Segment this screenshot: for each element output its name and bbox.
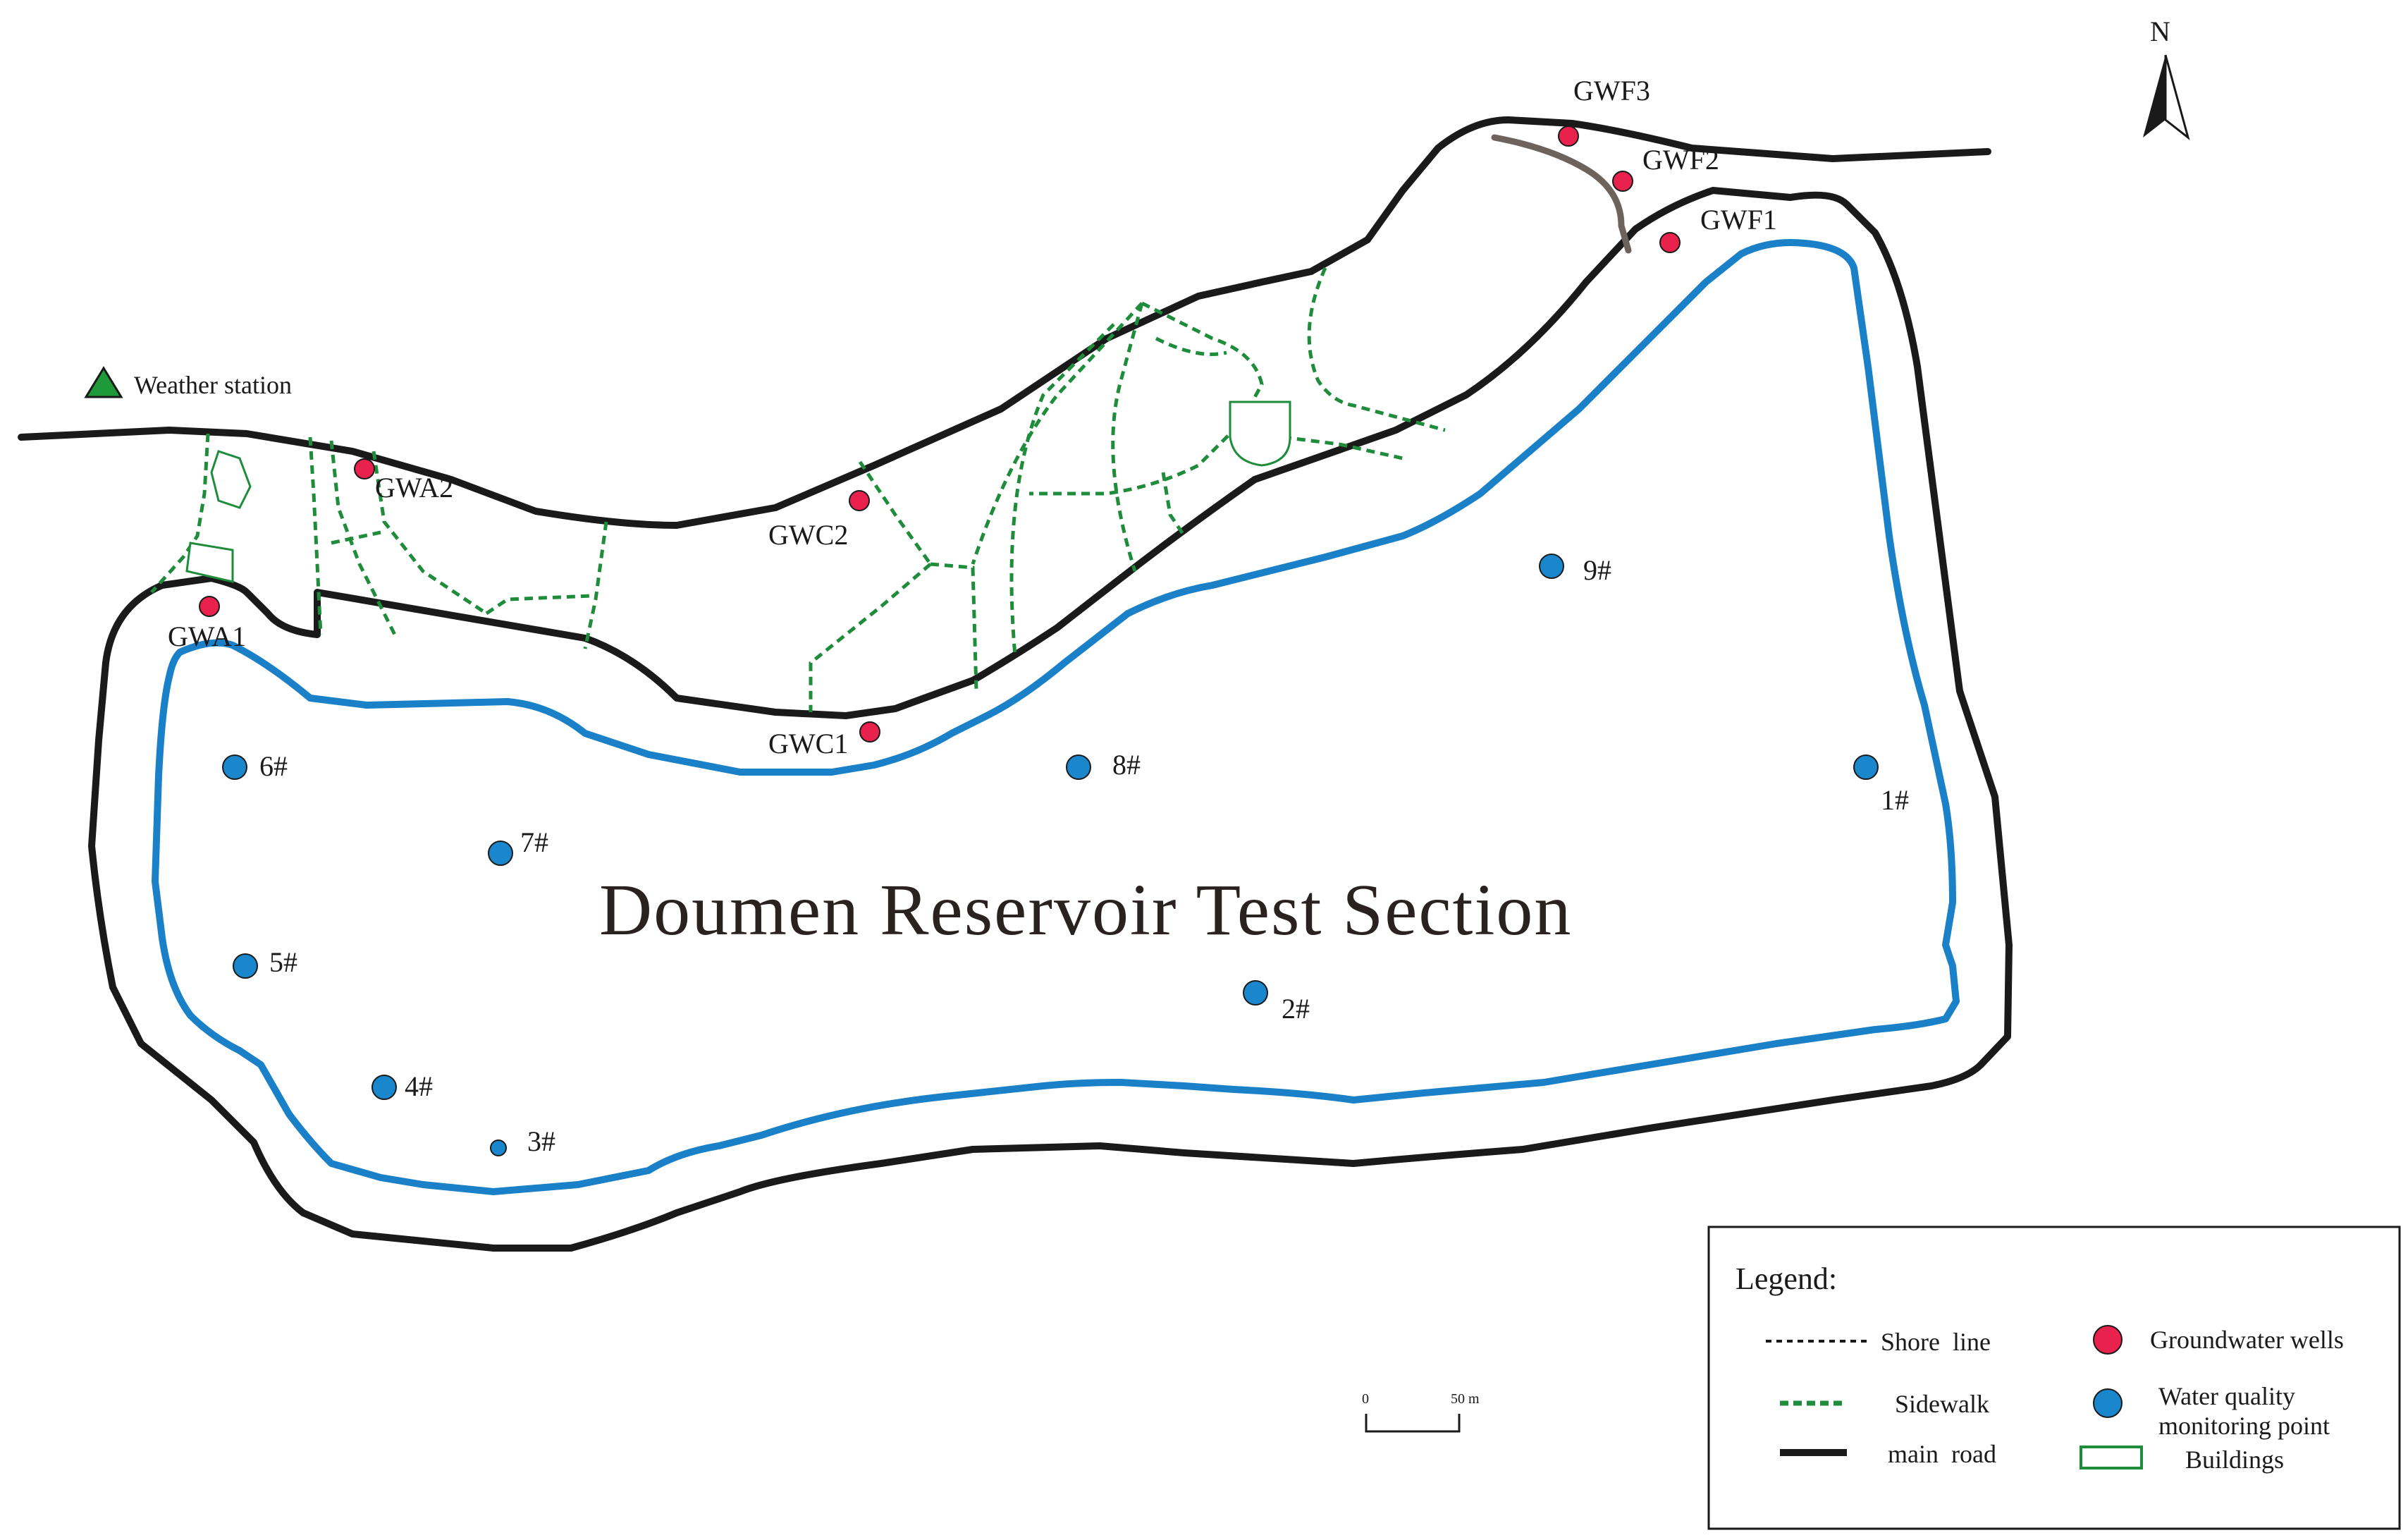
svg-text:monitoring point: monitoring point	[2158, 1412, 2330, 1440]
well-gwa1: GWA1	[168, 596, 246, 652]
svg-text:Groundwater wells: Groundwater wells	[2150, 1326, 2344, 1354]
building	[210, 450, 252, 509]
svg-text:Sidewalk: Sidewalk	[1895, 1390, 1989, 1418]
svg-text:main road: main road	[1888, 1440, 1996, 1468]
main-road-loop	[88, 187, 2013, 1252]
monitoring-point-6: 6#	[222, 750, 288, 782]
svg-text:1#: 1#	[1881, 784, 1909, 816]
monitoring-point-5: 5#	[233, 946, 297, 979]
svg-text:GWA2: GWA2	[375, 472, 453, 503]
weather-station: Weather station	[84, 366, 292, 399]
sidewalk-network	[150, 267, 1446, 712]
legend-water-quality: Water quality monitoring point	[2093, 1382, 2330, 1440]
svg-text:Buildings: Buildings	[2185, 1446, 2284, 1474]
weather-station-icon	[84, 366, 123, 398]
legend: Legend: Shore line Sidewalk main road Gr…	[1707, 1226, 2401, 1530]
svg-text:4#: 4#	[405, 1070, 433, 1102]
svg-text:GWF2: GWF2	[1642, 144, 1719, 176]
monitoring-point-7: 7#	[488, 826, 548, 866]
north-label: N	[2150, 16, 2170, 47]
legend-shore-line: Shore line	[1766, 1328, 1991, 1356]
svg-text:GWC2: GWC2	[768, 519, 848, 551]
monitoring-point-4: 4#	[371, 1070, 433, 1102]
building	[185, 542, 234, 583]
map-title: Doumen Reservoir Test Section	[599, 869, 1572, 951]
monitoring-point-9: 9#	[1539, 554, 1611, 586]
scale-bar: 0 50 m	[1362, 1391, 1480, 1433]
well-gwf3: GWF3	[1558, 75, 1650, 147]
building	[1229, 401, 1291, 467]
monitoring-point-8: 8#	[1066, 749, 1141, 781]
well-gwc1: GWC1	[768, 721, 880, 759]
svg-text:9#: 9#	[1583, 554, 1611, 586]
svg-text:GWF1: GWF1	[1700, 204, 1777, 236]
svg-text:3#: 3#	[527, 1125, 555, 1157]
svg-text:Shore line: Shore line	[1881, 1328, 1991, 1356]
scale-start-label: 0	[1362, 1391, 1369, 1407]
north-arrow: N	[2143, 16, 2190, 140]
legend-buildings: Buildings	[2080, 1446, 2284, 1474]
monitoring-point-3: 3#	[490, 1125, 555, 1157]
svg-text:2#: 2#	[1282, 993, 1310, 1025]
svg-text:GWA1: GWA1	[168, 621, 246, 652]
svg-text:Water quality: Water quality	[2158, 1382, 2295, 1410]
svg-text:6#: 6#	[259, 750, 288, 782]
scale-end-label: 50 m	[1451, 1391, 1480, 1407]
legend-groundwater-wells: Groundwater wells	[2093, 1325, 2344, 1355]
legend-sidewalk: Sidewalk	[1780, 1390, 1989, 1418]
monitoring-point-2: 2#	[1243, 980, 1310, 1025]
well-gwf2: GWF2	[1612, 144, 1719, 192]
weather-station-label: Weather station	[134, 371, 292, 399]
water-quality-points: 1# 2# 3# 4# 5# 6# 7# 8#	[222, 554, 1909, 1157]
upper-main-road	[18, 116, 1991, 529]
legend-title: Legend:	[1736, 1261, 1837, 1296]
well-gwc2: GWC2	[768, 490, 870, 551]
svg-text:GWF3: GWF3	[1573, 75, 1650, 106]
well-gwa2: GWA2	[354, 458, 453, 503]
legend-main-road: main road	[1780, 1440, 1996, 1468]
monitoring-point-1: 1#	[1853, 754, 1909, 816]
reservoir-shoreline	[152, 239, 1960, 1195]
buildings	[185, 401, 1291, 583]
svg-text:7#: 7#	[520, 826, 548, 858]
svg-text:5#: 5#	[269, 946, 297, 978]
well-gwf1: GWF1	[1659, 204, 1777, 253]
groundwater-wells: GWF3 GWF2 GWF1 GWA2 GWC2 GWA1 GWC1	[168, 75, 1777, 759]
svg-text:GWC1: GWC1	[768, 728, 848, 759]
footpath	[1491, 134, 1632, 254]
svg-text:8#: 8#	[1112, 749, 1141, 781]
